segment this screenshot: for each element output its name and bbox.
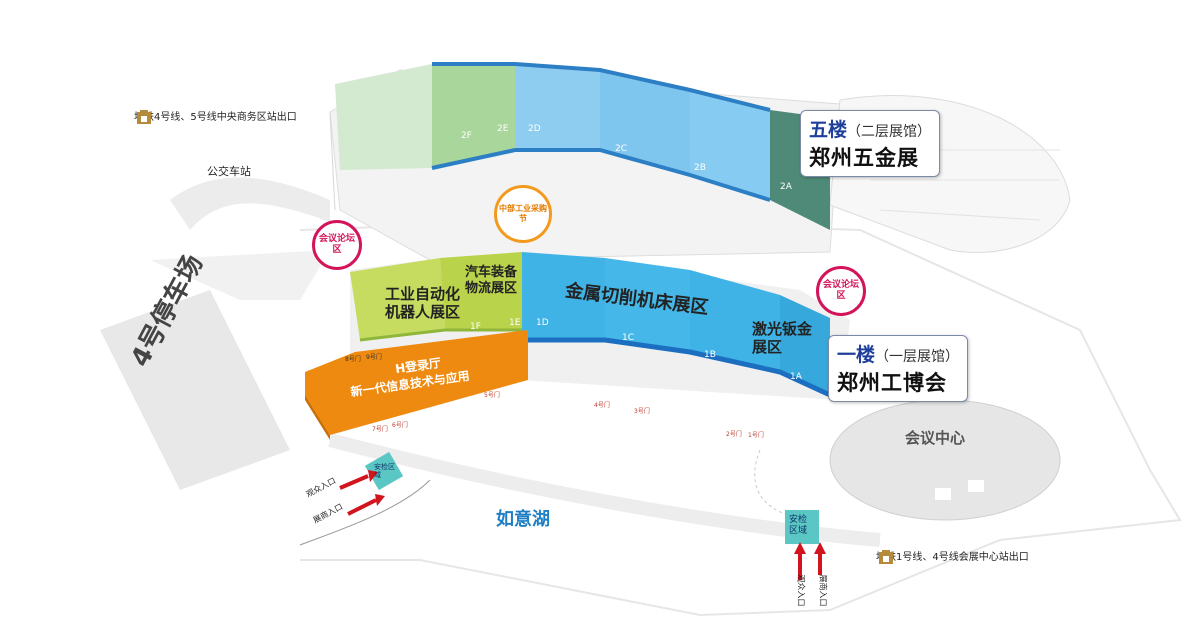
hall-1E[interactable]: 1E (509, 318, 521, 328)
door-3: 3号门 (634, 408, 650, 415)
hall-2A[interactable]: 2A (780, 182, 792, 192)
floor1-name: 郑州工博会 (837, 371, 947, 395)
door-7: 7号门 (372, 426, 388, 433)
security-area-left: 安检区域 (374, 463, 395, 479)
bus-station-label: 公交车站 (207, 165, 251, 178)
forum-pin-left-label: 会议论坛区 (318, 234, 355, 255)
metro-top-label: 地铁4号线、5号线中央商务区站出口 (134, 112, 297, 123)
hall-1C[interactable]: 1C (622, 333, 635, 343)
conference-dome (829, 399, 1061, 521)
hall-1D[interactable]: 1D (536, 318, 549, 328)
lake-label: 如意湖 (496, 509, 550, 530)
zone-laser-sheet[interactable]: 激光钣金展区 (752, 320, 813, 356)
conference-center-label: 会议中心 (905, 429, 966, 447)
hall-2C[interactable]: 2C (615, 144, 628, 154)
floor1-callout: 一楼（一层展馆） 郑州工博会 (828, 335, 969, 402)
door-4: 4号门 (594, 402, 610, 409)
hall-2B[interactable]: 2B (694, 163, 706, 173)
parking-lot (100, 290, 290, 490)
central-purchase-pin[interactable]: 中部工业采购节 (494, 185, 552, 243)
security-area-right: 安检区域 (789, 515, 808, 536)
metro-logo-icon (879, 550, 893, 564)
hall-1A[interactable]: 1A (790, 372, 802, 382)
floor5-callout: 五楼（二层展馆） 郑州五金展 (800, 110, 941, 177)
door-8: 8号门 (345, 356, 361, 363)
door-5: 5号门 (484, 392, 500, 399)
zone-automation[interactable]: 工业自动化机器人展区 (385, 285, 461, 321)
hall-2D[interactable]: 2D (528, 124, 541, 134)
hall-2F[interactable]: 2F (461, 131, 472, 141)
door-1: 1号门 (748, 432, 764, 439)
hall-1F[interactable]: 1F (470, 322, 481, 332)
floor5-name: 郑州五金展 (809, 146, 919, 170)
metro-bottom-label: 地铁1号线、4号线会展中心站出口 (876, 552, 1029, 563)
floor5-title: 五楼 (809, 119, 848, 141)
door-9: 9号门 (366, 354, 382, 361)
door-2: 2号门 (726, 431, 742, 438)
forum-pin-right-label: 会议论坛区 (822, 280, 859, 301)
door-6: 6号门 (392, 422, 408, 429)
metro-exit-top: 地铁4号线、5号线中央商务区站出口 (134, 108, 297, 124)
floor1-title: 一楼 (837, 344, 876, 366)
hall-1B[interactable]: 1B (704, 350, 716, 360)
forum-pin-right[interactable]: 会议论坛区 (816, 266, 866, 316)
zone-auto-equipment[interactable]: 汽车装备物流展区 (465, 265, 518, 296)
hall-2F-shape (432, 64, 515, 168)
metro-exit-bottom: 地铁1号线、4号线会展中心站出口 (876, 548, 1029, 564)
central-pin-label: 中部工业采购节 (499, 204, 547, 223)
floor5-sub: （二层展馆） (847, 124, 932, 140)
hall-2E[interactable]: 2E (497, 124, 509, 134)
bus-road (170, 177, 330, 230)
metro-logo-icon (137, 110, 151, 124)
floor1-sub: （一层展馆） (875, 349, 960, 365)
exhibitor-entrance-bottom[interactable]: 展商入口 (818, 574, 828, 607)
h-hall-shape (305, 330, 528, 435)
visitor-entrance-bottom[interactable]: 观众入口 (796, 574, 806, 607)
forum-pin-left[interactable]: 会议论坛区 (312, 220, 362, 270)
